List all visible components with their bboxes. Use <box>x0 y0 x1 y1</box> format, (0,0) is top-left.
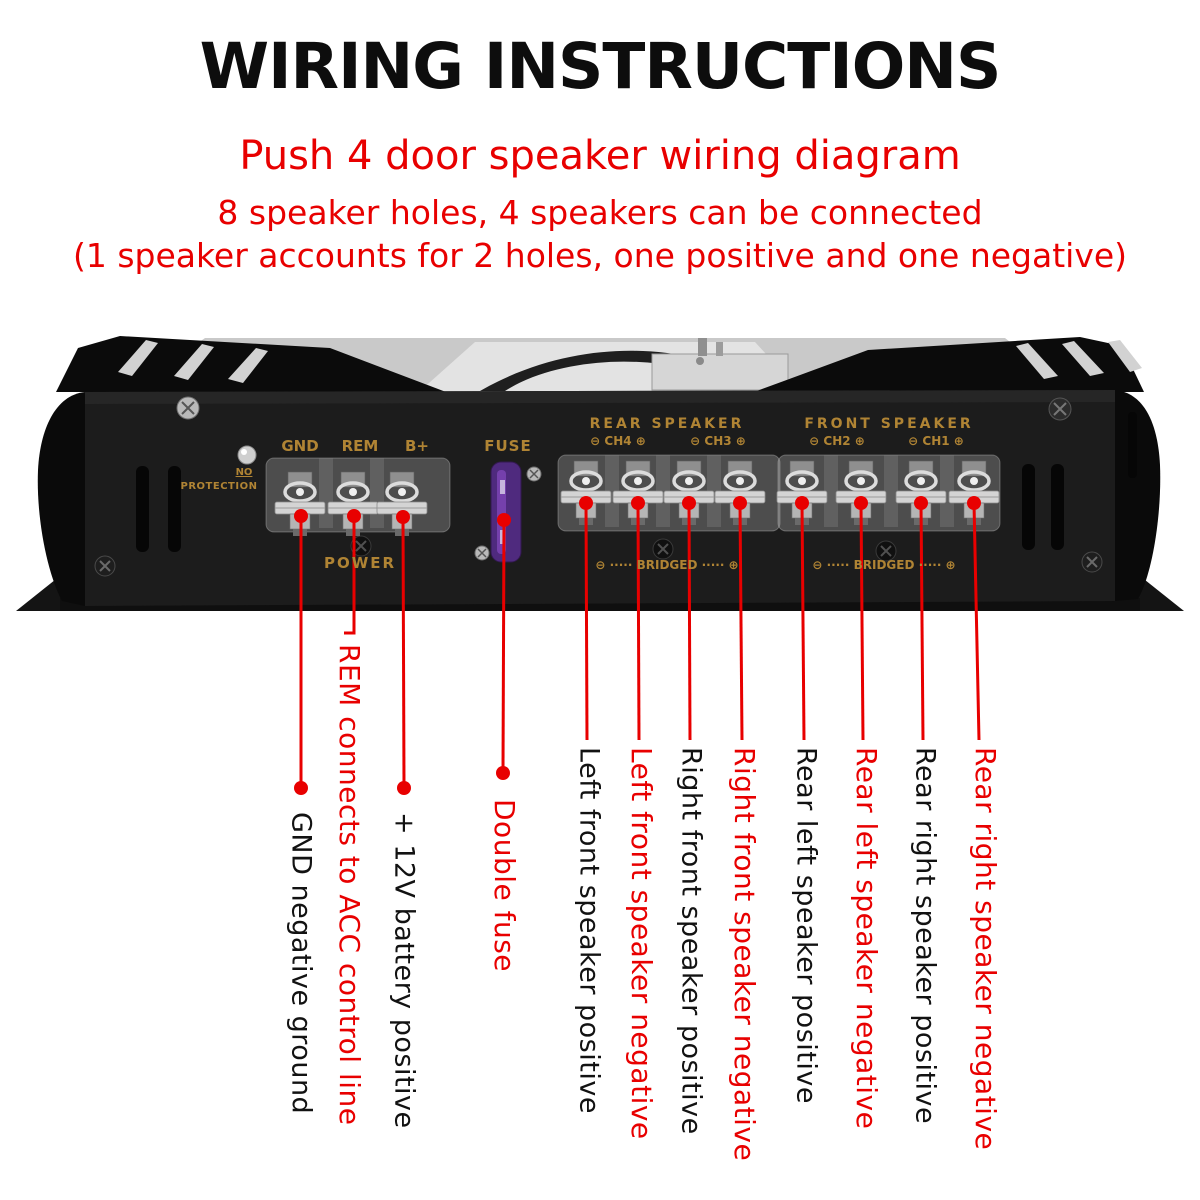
wire-label-lf-neg: Left front speaker negative <box>625 747 658 1140</box>
panel-label-front-speaker: FRONT SPEAKER <box>804 416 974 432</box>
amp-top-plate <box>651 353 789 391</box>
wire-label-rr-pos: Rear right speaker positive <box>909 747 941 1125</box>
chassis-screws <box>94 396 1103 577</box>
wire-label-gnd: GND negative ground <box>285 812 317 1115</box>
panel-label-ch1: ⊖ CH1 ⊕ <box>908 434 964 448</box>
wire-label-rl-pos: Rear left speaker positive <box>790 747 822 1104</box>
panel-label-bplus: B+ <box>404 437 430 455</box>
panel-label-bridged-front: ⊖ ····· BRIDGED ····· ⊕ <box>812 558 956 572</box>
amp-handle-swoosh <box>480 350 810 391</box>
panel-label-rem: REM <box>341 437 379 455</box>
page-subtitle: Push 4 door speaker wiring diagram <box>239 133 961 179</box>
panel-label-bridged-rear: ⊖ ····· BRIDGED ····· ⊕ <box>595 558 739 572</box>
wire-label-rr-neg: Rear right speaker negative <box>969 747 1002 1151</box>
protection-led <box>237 445 257 465</box>
wire-label-12v: + 12V battery positive <box>388 812 420 1129</box>
heatsink-right <box>754 337 1144 392</box>
note-line-2: (1 speaker accounts for 2 holes, one pos… <box>72 236 1128 275</box>
panel-label-gnd: GND <box>281 437 319 455</box>
fuse-holder <box>474 461 542 563</box>
page-title: WIRING INSTRUCTIONS <box>199 30 1002 103</box>
panel-label-protection: PROTECTION <box>180 481 258 492</box>
panel-label-no: NO <box>235 467 253 478</box>
wire-label-rf-pos: Right front speaker positive <box>675 747 707 1135</box>
vent-slots <box>136 412 1137 552</box>
heatsink-left <box>56 336 446 392</box>
wire-label-fuse: Double fuse <box>488 799 521 973</box>
wire-label-rem: REM connects to ACC control line <box>333 644 366 1126</box>
panel-label-fuse: FUSE <box>484 437 532 455</box>
amp-right-end <box>1115 390 1161 601</box>
screw-terminal <box>612 460 664 525</box>
screw-terminal <box>776 460 828 525</box>
wire-label-lf-pos: Left front speaker positive <box>573 747 605 1114</box>
wire-label-rf-neg: Right front speaker negative <box>728 747 761 1162</box>
panel-label-power: POWER <box>323 554 397 572</box>
amp-left-end <box>37 392 85 606</box>
panel-label-ch3: ⊖ CH3 ⊕ <box>690 434 746 448</box>
wire-label-rl-neg: Rear left speaker negative <box>850 747 883 1130</box>
panel-label-ch2: ⊖ CH2 ⊕ <box>809 434 865 448</box>
panel-label-rear-speaker: REAR SPEAKER <box>589 416 745 432</box>
note-line-1: 8 speaker holes, 4 speakers can be conne… <box>217 193 983 232</box>
wire-annotation-lines <box>294 496 981 795</box>
panel-label-ch4: ⊖ CH4 ⊕ <box>590 434 646 448</box>
